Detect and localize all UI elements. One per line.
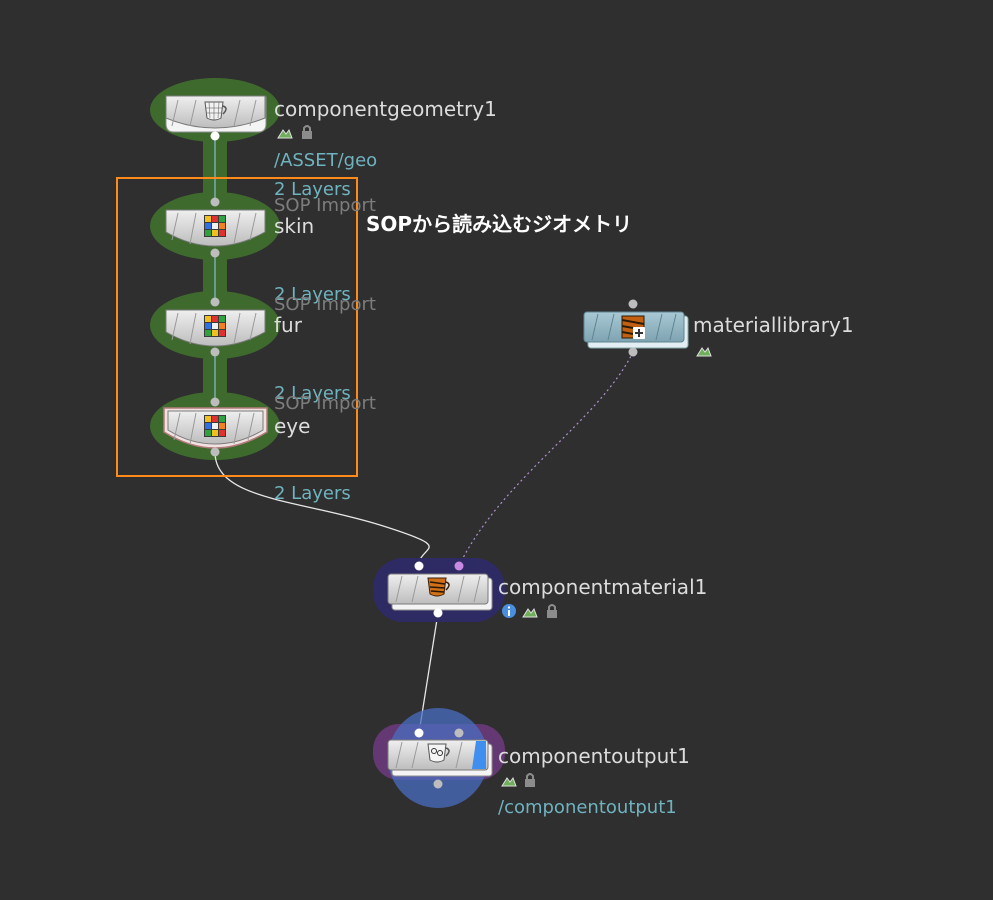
- display-flag-blue[interactable]: [472, 741, 486, 769]
- wire-layers-label: 2 Layers: [274, 284, 351, 305]
- node-name-skin[interactable]: skin: [274, 214, 315, 238]
- wire-layers-label: 2 Layers: [274, 483, 351, 504]
- node-name-fur[interactable]: fur: [274, 313, 302, 337]
- rubik-cube-icon: [204, 415, 226, 437]
- node-name-componentmaterial1[interactable]: componentmaterial1: [498, 575, 708, 599]
- wire-layers-label: 2 Layers: [274, 179, 351, 200]
- wire-matlib-to-material[interactable]: [458, 351, 634, 567]
- rubik-cube-icon: [204, 215, 226, 237]
- wire-layers-label: 2 Layers: [274, 383, 351, 404]
- connectors: [210, 131, 638, 789]
- tiger-teacup-icon: [427, 577, 450, 597]
- node-path-componentgeometry1: /ASSET/geo: [274, 150, 378, 171]
- lock-icon[interactable]: [522, 772, 538, 788]
- node-name-componentoutput1[interactable]: componentoutput1: [498, 744, 690, 768]
- node-type-skin: SOP Import: [274, 195, 376, 216]
- lock-icon[interactable]: [544, 603, 560, 619]
- material-box-plus-icon: [621, 315, 645, 339]
- node-name-componentgeometry1[interactable]: componentgeometry1: [274, 97, 497, 121]
- display-flag-icon[interactable]: [277, 124, 293, 140]
- node-name-materiallibrary1[interactable]: materiallibrary1: [693, 313, 854, 337]
- selection-box-sop-imports: [116, 177, 358, 477]
- display-flag-icon[interactable]: [501, 772, 517, 788]
- lock-icon[interactable]: [299, 124, 315, 140]
- display-flag-icon[interactable]: [696, 342, 712, 358]
- display-flag-icon[interactable]: [522, 603, 538, 619]
- rubik-cube-icon: [204, 315, 226, 337]
- teacup-wireframe-icon: [204, 101, 227, 121]
- info-icon[interactable]: [501, 603, 517, 619]
- node-path-componentoutput1: /componentoutput1: [498, 797, 677, 818]
- teacup-output-icon: [427, 743, 450, 763]
- node-type-eye: SOP Import: [274, 393, 376, 414]
- node-name-eye[interactable]: eye: [274, 414, 311, 438]
- node-type-fur: SOP Import: [274, 294, 376, 315]
- wire-eye-to-material[interactable]: [214, 451, 430, 567]
- annotation-text: SOPから読み込むジオメトリ: [366, 212, 633, 236]
